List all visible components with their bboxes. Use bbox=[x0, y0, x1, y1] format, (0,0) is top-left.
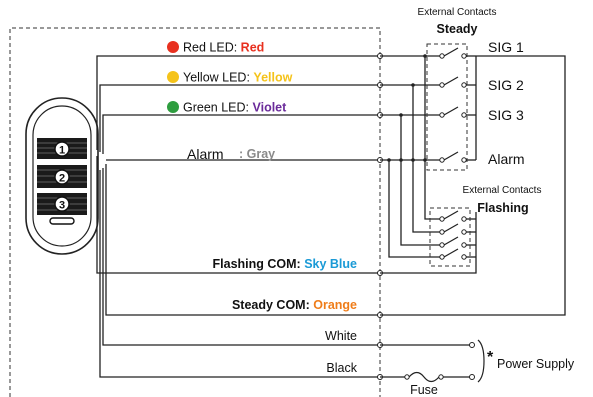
device: 1 2 3 bbox=[25, 97, 99, 255]
device-cable-bundle bbox=[96, 55, 380, 378]
green-led-label: Green LED: Violet bbox=[183, 101, 287, 115]
button-2-badge bbox=[54, 169, 70, 185]
button-2-number: 2 bbox=[59, 173, 65, 185]
green-wire-color: Violet bbox=[252, 101, 287, 115]
steady-com-label: Steady COM: Orange bbox=[232, 298, 357, 312]
signal-alarm-label: Alarm bbox=[488, 151, 525, 167]
green-led-dot bbox=[167, 101, 179, 113]
red-wire-color: Red bbox=[241, 41, 265, 55]
red-led-dot bbox=[167, 41, 179, 53]
enclosure-boundary bbox=[9, 27, 381, 397]
power-terminal-positive bbox=[469, 342, 475, 348]
button-1-number: 1 bbox=[59, 145, 65, 157]
flashing-box-title: External Contacts bbox=[463, 185, 542, 196]
external-wiring bbox=[380, 54, 566, 378]
button-1-badge bbox=[54, 141, 70, 157]
steady-com-color: Orange bbox=[313, 298, 357, 312]
flashing-com-label: Flashing COM: Sky Blue bbox=[213, 257, 358, 271]
fuse-label: Fuse bbox=[410, 383, 438, 397]
signal-1-label: SIG 1 bbox=[488, 39, 524, 55]
alarm-wire-color: : Gray bbox=[239, 147, 275, 161]
power-terminal-negative bbox=[469, 374, 475, 380]
fuse bbox=[404, 371, 444, 383]
flashing-com-color: Sky Blue bbox=[304, 257, 357, 271]
steady-box-subtitle: Steady bbox=[437, 22, 478, 36]
white-wire-label: White bbox=[325, 329, 357, 343]
power-supply-brace bbox=[477, 339, 485, 383]
black-wire-label: Black bbox=[326, 361, 357, 375]
flashing-switches bbox=[439, 210, 467, 260]
button-3-badge bbox=[54, 196, 70, 212]
button-3-number: 3 bbox=[59, 200, 65, 212]
power-supply-label: Power Supply bbox=[497, 357, 575, 371]
steady-contacts-box bbox=[426, 43, 468, 171]
red-led-label: Red LED: Red bbox=[183, 41, 264, 55]
steady-switches bbox=[439, 47, 467, 163]
signal-3-label: SIG 3 bbox=[488, 107, 524, 123]
flashing-box-subtitle: Flashing bbox=[477, 201, 528, 215]
yellow-led-dot bbox=[167, 71, 179, 83]
steady-box-title: External Contacts bbox=[418, 7, 497, 18]
yellow-wire-color: Yellow bbox=[253, 71, 292, 85]
power-supply-marker: * bbox=[487, 349, 494, 366]
device-button-slot bbox=[49, 217, 75, 225]
alarm-label: Alarm bbox=[187, 146, 224, 162]
signal-2-label: SIG 2 bbox=[488, 77, 524, 93]
yellow-led-label: Yellow LED: Yellow bbox=[183, 71, 293, 85]
